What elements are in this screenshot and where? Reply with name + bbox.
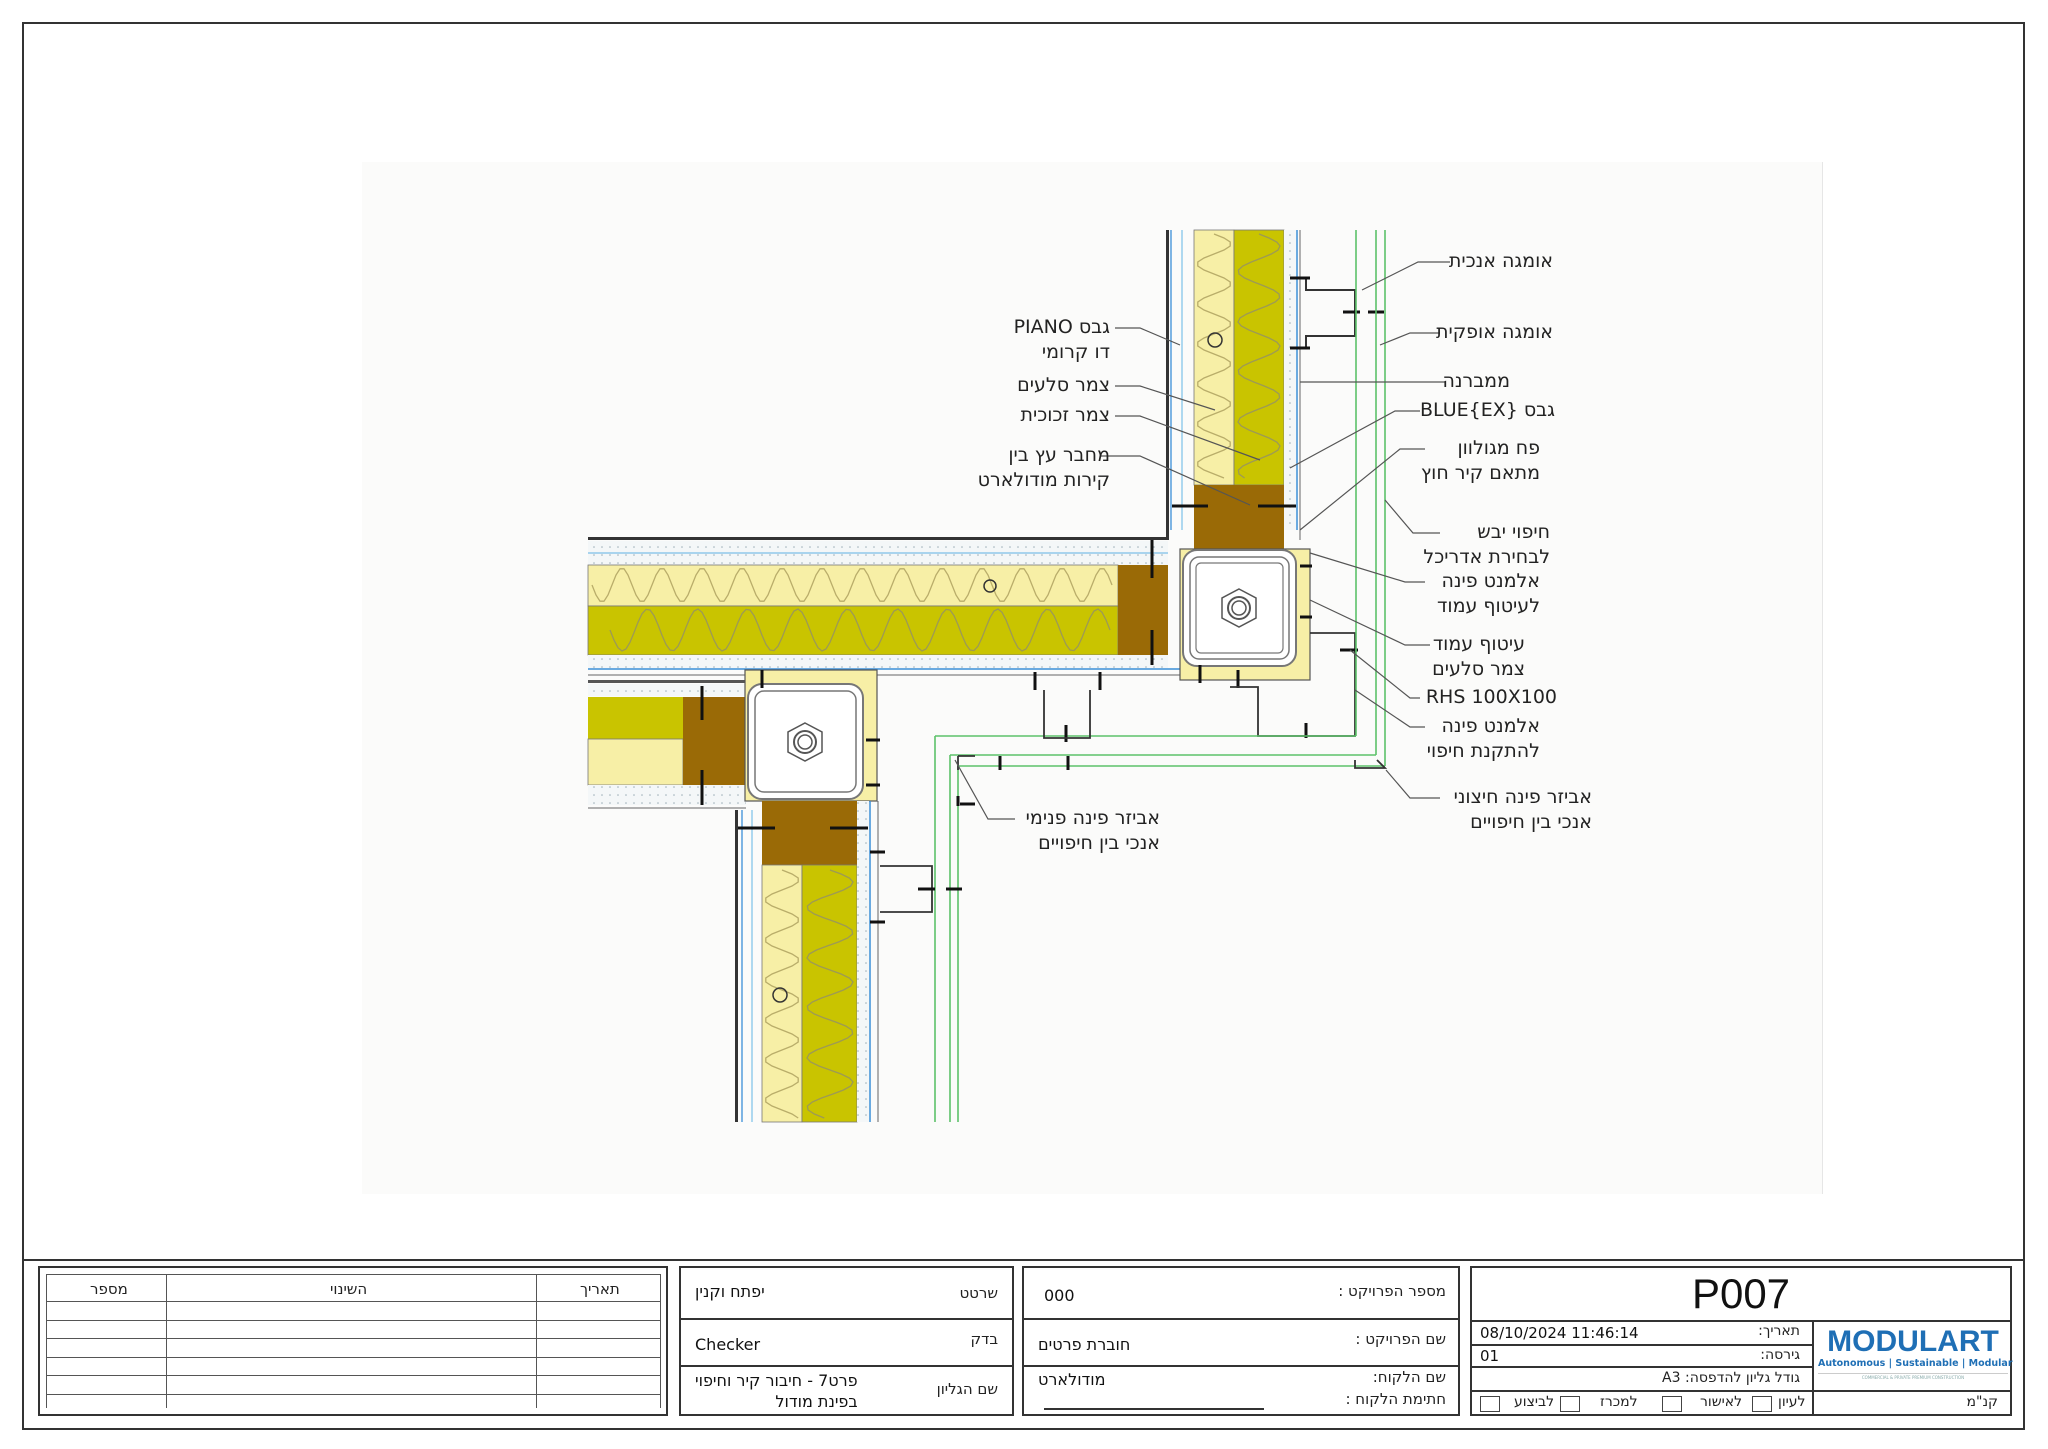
label-bluex-gypsum: גבס BLUE{EX} — [1420, 399, 1555, 421]
date-label: תאריך: — [1758, 1323, 1800, 1339]
construction-detail-drawing — [587, 229, 1450, 1123]
rhs-column-1 — [1150, 540, 1358, 738]
status-label-review: לעיון — [1778, 1394, 1806, 1410]
drawing-area — [362, 162, 1823, 1194]
drafter-label: שרטט — [959, 1284, 998, 1302]
date-value: 08/10/2024 11:46:14 — [1480, 1324, 1639, 1342]
project-number-label: מספר הפרויקט : — [1338, 1282, 1446, 1300]
status-label-approval: לאישור — [1700, 1394, 1743, 1410]
version-value: 01 — [1480, 1347, 1500, 1365]
version-label: גירסה: — [1760, 1347, 1800, 1363]
client-name-label: שם הלקוח: — [1372, 1368, 1446, 1386]
sheet-number: P007 — [1691, 1270, 1791, 1317]
project-number-value: 000 — [1044, 1286, 1075, 1305]
label-horizontal-omega: אומגה אופקית — [1435, 321, 1553, 343]
sheet-block: P007 08/10/2024 11:46:14 תאריך: 01 גירסה… — [1470, 1266, 2013, 1416]
cladding-lines — [934, 230, 1386, 1122]
label-rock-wool: צמר סלעים — [1017, 374, 1110, 396]
title-block-divider — [22, 1259, 2025, 1261]
logo-wordmark: MODULART — [1827, 1325, 1999, 1358]
label-rhs: RHS 100X100 — [1425, 686, 1557, 708]
checker-label: בדק — [970, 1330, 998, 1348]
status-checkbox-approval[interactable] — [1662, 1396, 1682, 1412]
project-block: 000 מספר הפרויקט : חוברת פרטים שם הפרויק… — [1022, 1266, 1460, 1416]
revision-header-number: מספר — [90, 1280, 128, 1298]
print-size-label: גודל גליון להדפסה: — [1684, 1370, 1800, 1386]
revision-header-date: תאריך — [580, 1280, 620, 1298]
signature-line[interactable] — [1044, 1408, 1264, 1410]
sheet-name-label: שם הגליון — [936, 1380, 998, 1398]
vertical-wall-top — [1166, 229, 1384, 549]
lower-left-wall — [587, 680, 746, 809]
drafter-value: יפתח וקנין — [695, 1282, 765, 1301]
print-size-value: A3 — [1662, 1370, 1681, 1386]
status-label-tender: למכרז — [1600, 1394, 1638, 1410]
status-checkbox-review[interactable] — [1752, 1396, 1772, 1412]
logo-subtitle: COMMERCIAL & PRIVATE PREMIUM CONSTRUCTIO… — [1818, 1373, 2008, 1380]
drawing-frame — [22, 22, 2025, 1430]
client-signature-label: חתימת הלקוח : — [1345, 1390, 1446, 1408]
scale-label: קנ"מ — [1966, 1394, 1999, 1410]
label-vertical-omega: אומגה אנכית — [1448, 250, 1553, 272]
checker-value: Checker — [695, 1335, 761, 1354]
label-glass-wool: צמר זכוכית — [1020, 404, 1110, 426]
revision-header-change: השינוי — [330, 1280, 368, 1298]
status-checkbox-tender[interactable] — [1560, 1396, 1580, 1412]
project-name-label: שם הפרויקט : — [1355, 1330, 1446, 1348]
vertical-wall-bottom — [735, 796, 975, 1123]
horizontal-wall — [587, 537, 1180, 676]
people-block: יפתח וקנין שרטט Checker בדק פרט7 - חיבור… — [679, 1266, 1014, 1416]
logo-tagline: Autonomous | Sustainable | Modular — [1818, 1358, 2013, 1369]
client-name-value: מודולארט — [1038, 1370, 1106, 1389]
revision-table: מספר השינוי תאריך — [38, 1266, 668, 1416]
status-label-execution: לביצוע — [1514, 1394, 1555, 1410]
project-name-value: חוברת פרטים — [1038, 1335, 1131, 1354]
leader-lines — [954, 261, 1450, 820]
rhs-column-2 — [744, 669, 1102, 802]
status-checkbox-execution[interactable] — [1480, 1396, 1500, 1412]
modulart-logo: MODULART Autonomous | Sustainable | Modu… — [1818, 1325, 2013, 1380]
label-membrane: ממברנה — [1442, 370, 1510, 392]
